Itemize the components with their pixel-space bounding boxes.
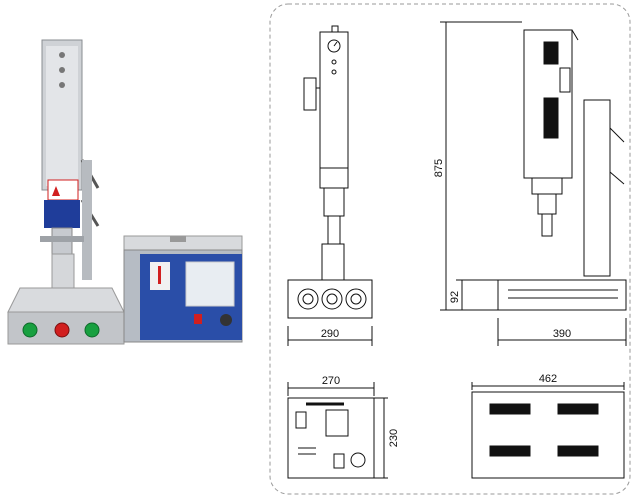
- warning-label-icon: [47, 179, 79, 201]
- generator-handle: [170, 236, 186, 242]
- press-unit: [7, 39, 125, 345]
- dim-height: 875: [433, 159, 445, 177]
- generator-display: [185, 261, 235, 307]
- generator-switch[interactable]: [194, 314, 202, 324]
- dim-top-width: 462: [539, 373, 557, 385]
- generator-unit: [123, 235, 243, 343]
- drawing-frame: [269, 3, 631, 495]
- dim-front-width: 290: [321, 328, 339, 340]
- head-screw-icon: [59, 82, 65, 88]
- dim-base-height: 92: [449, 291, 461, 303]
- machine-photo: [7, 39, 243, 345]
- side-view: [440, 21, 627, 346]
- generator-view: [287, 382, 388, 479]
- support-column: [82, 160, 92, 280]
- front-base: [287, 279, 373, 319]
- dim-side-depth: 390: [553, 328, 571, 340]
- dim-generator-width: 270: [322, 375, 340, 387]
- emergency-stop-button[interactable]: [54, 322, 70, 338]
- side-base: [497, 279, 627, 311]
- technical-drawing: 290 390 875 92: [269, 3, 631, 495]
- side-column: [583, 99, 611, 277]
- top-view: [471, 382, 625, 479]
- base-table: [7, 287, 125, 313]
- side-regulator: [559, 67, 571, 93]
- head-screw-icon: [59, 52, 65, 58]
- front-view: [287, 25, 373, 346]
- head-screw-icon: [59, 67, 65, 73]
- fixture-post: [51, 253, 75, 293]
- gauge-icon: [327, 39, 341, 53]
- start-button-left[interactable]: [22, 322, 38, 338]
- start-button-right[interactable]: [84, 322, 100, 338]
- air-regulator: [303, 77, 317, 111]
- generator-knob[interactable]: [220, 314, 232, 326]
- transducer-housing: [44, 200, 80, 228]
- dim-generator-height: 230: [388, 429, 400, 447]
